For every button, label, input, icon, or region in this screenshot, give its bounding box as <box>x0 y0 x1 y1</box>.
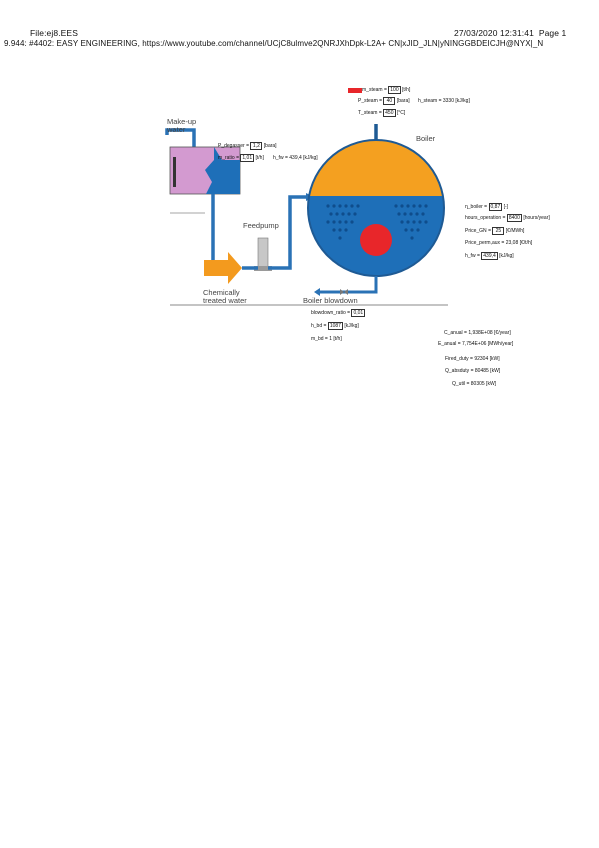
p-steam-unit: [bara] <box>396 98 410 104</box>
feedpump-label: Feedpump <box>243 221 279 230</box>
header-page: Page 1 <box>538 28 567 38</box>
p-steam-field: P_steam = 40 [bara] <box>358 97 410 105</box>
feedpump-body <box>257 237 269 269</box>
h-bd-label: h_bd <box>311 323 323 329</box>
header-datetime-value: 27/03/2020 12:31:41 <box>454 28 534 38</box>
hours-value[interactable]: 8400 <box>506 214 522 222</box>
fired-duty-result: Fired_duty = 92304 [kW] <box>445 356 500 362</box>
hours-unit: [hours/year] <box>523 215 550 221</box>
h-fw2-label: h_fw <box>465 253 476 259</box>
m-steam-label: m_steam <box>362 87 383 93</box>
p-degasser-value[interactable]: 1,2 <box>250 142 263 150</box>
price-gn-unit: [€/MWh] <box>505 228 525 234</box>
h-fw2-value[interactable]: 439,4 <box>481 252 498 260</box>
degasser-water <box>205 147 240 194</box>
chemically-treated-line1: Chemically <box>203 288 240 297</box>
m-ratio-field: m_ratio = 1,01 [t/h] <box>218 154 264 162</box>
makeup-water-pipe <box>165 128 196 147</box>
p-degasser-unit: [bara] <box>263 143 277 149</box>
t-steam-unit: [°C] <box>396 110 406 116</box>
p-degasser-label: P_degasser <box>218 143 245 149</box>
h-steam-output: h_steam = 3330 [kJ/kg] <box>418 98 470 104</box>
price-gn-label: Price_GN <box>465 228 487 234</box>
t-steam-field: T_steam = 450 [°C] <box>358 109 406 117</box>
eta-boiler-label: η_boiler <box>465 204 483 210</box>
blowdown-valve <box>340 289 348 295</box>
h-bd-value[interactable]: 1087 <box>327 322 343 330</box>
m-bd-output: m_bd = 1 [t/h] <box>311 336 342 342</box>
e-anual-result: E_anual = 7,754E+06 [MWh/year] <box>438 341 514 347</box>
boiler-label: Boiler <box>416 134 436 143</box>
degasser-gauge <box>173 157 176 187</box>
chemically-treated-label: Chemically treated water <box>203 289 247 305</box>
eta-boiler-value[interactable]: 0,87 <box>488 203 503 211</box>
h-fw2-unit: [kJ/kg] <box>499 253 514 259</box>
q-absduty-result: Q_absduty = 80485 [kW] <box>445 368 501 374</box>
p-steam-value[interactable]: 40 <box>383 97 396 105</box>
price-gn-field: Price_GN = 25 [€/MWh] <box>465 227 525 235</box>
header-datetime: 27/03/2020 12:31:41 Page 1 <box>454 28 566 38</box>
m-steam-unit: [t/h] <box>402 87 411 93</box>
header-line2: 9.944: #4402: EASY ENGINEERING, https://… <box>4 39 544 48</box>
h-fw2-field: h_fw = 439,4 [kJ/kg] <box>465 252 514 260</box>
boiler-blowdown-label: Boiler blowdown <box>303 296 358 305</box>
boiler-burner <box>360 224 392 256</box>
m-ratio-value[interactable]: 1,01 <box>240 154 255 162</box>
m-steam-value[interactable]: 100 <box>388 86 401 94</box>
m-steam-field: m_steam = 100 [t/h] <box>362 86 411 94</box>
q-util-result: Q_util = 80305 [kW] <box>452 381 497 387</box>
m-ratio-label: m_ratio <box>218 155 235 161</box>
price-gn-value[interactable]: 25 <box>492 227 505 235</box>
header-file: File:ej8.EES <box>30 28 78 38</box>
c-anual-result: C_anual = 1,938E+08 [€/year] <box>444 330 511 336</box>
blowdown-ratio-field: blowdown_ratio = 0,01 <box>311 309 366 317</box>
makeup-water-line1: Make-up <box>167 117 197 126</box>
hours-field: hours_operation = 8400 [hours/year] <box>465 214 550 222</box>
eta-boiler-field: η_boiler = 0,87 [-] <box>465 203 509 211</box>
h-fw-output: h_fw = 439,4 [kJ/kg] <box>273 155 318 161</box>
blowdown-ratio-value[interactable]: 0,01 <box>351 309 366 317</box>
p-steam-label: P_steam <box>358 98 378 104</box>
blowdown-pipe <box>316 276 378 294</box>
chemically-treated-line2: treated water <box>203 296 247 305</box>
feedwater-pipe <box>268 195 310 270</box>
chemical-water-arrow <box>204 252 242 284</box>
t-steam-value[interactable]: 450 <box>383 109 396 117</box>
p-degasser-field: P_degasser = 1,2 [bara] <box>218 142 277 150</box>
feedpump-base <box>254 266 272 271</box>
makeup-water-label: Make-up water <box>167 118 196 134</box>
makeup-water-line2: water <box>167 125 186 134</box>
h-bd-unit: [kJ/kg] <box>344 323 359 329</box>
hours-label: hours_operation <box>465 215 502 221</box>
boiler-tubes <box>326 204 428 240</box>
blowdown-ratio-label: blowdown_ratio <box>311 310 346 316</box>
boiler-steam-space <box>309 139 443 196</box>
t-steam-label: T_steam <box>358 110 378 116</box>
price-perm-output: Price_perm,aux = 23,08 [€/t/h] <box>465 240 533 246</box>
blowdown-arrowhead <box>314 288 320 296</box>
h-bd-field: h_bd = 1087 [kJ/kg] <box>311 322 359 330</box>
steam-outlet-flag <box>348 88 362 93</box>
m-ratio-unit: [t/h] <box>255 155 264 161</box>
eta-boiler-unit: [-] <box>503 204 509 210</box>
